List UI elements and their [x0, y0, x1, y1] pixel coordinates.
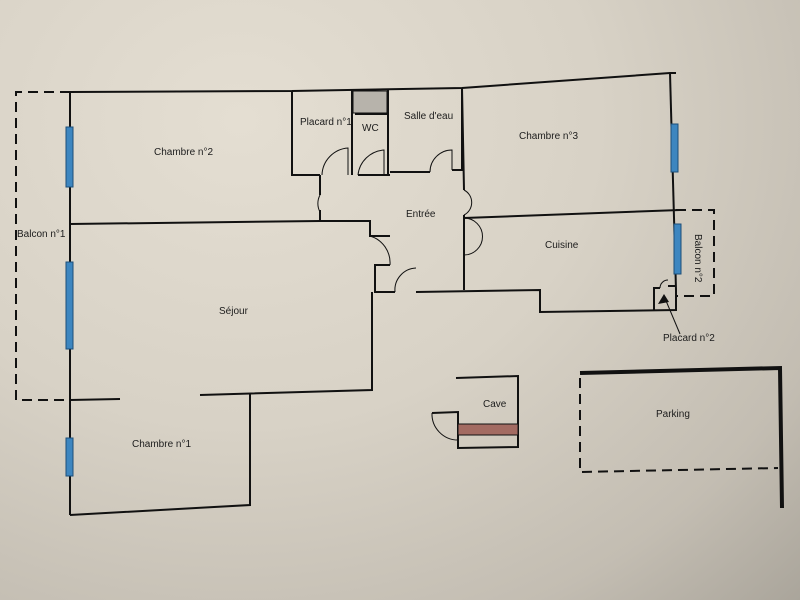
room-label-parking: Parking [656, 409, 690, 420]
room-label-salle-eau: Salle d'eau [404, 111, 454, 122]
room-label-chambre3: Chambre n°3 [519, 131, 579, 142]
cave-stair [457, 423, 519, 436]
room-label-sejour: Séjour [219, 306, 248, 317]
callout-label-placard2: Placard n°2 [663, 333, 715, 344]
balcony-label-2: Balcon n°2 [692, 234, 703, 283]
door-placard1 [321, 147, 349, 176]
parking-wall [579, 365, 784, 509]
room-label-chambre1: Chambre n°1 [132, 439, 192, 450]
wall-placard1 [291, 91, 321, 221]
window [65, 437, 74, 477]
balcon1-outline [15, 91, 70, 401]
window [673, 223, 682, 275]
wall-chambre1 [69, 394, 251, 516]
wall-wc [351, 90, 390, 176]
room-label-cuisine: Cuisine [545, 240, 579, 251]
room-label-placard1: Placard n°1 [300, 117, 352, 128]
balcon2-outline [676, 209, 715, 297]
wall-salle-eau [390, 88, 463, 173]
wall-chambre2-sejour [69, 220, 321, 225]
wall-chambre3-cuisine [463, 209, 681, 219]
wall-placard2 [653, 285, 676, 310]
room-label-chambre2: Chambre n°2 [154, 147, 214, 158]
room-label-entree: Entrée [406, 209, 436, 220]
wall-chambre3-left [461, 87, 465, 290]
window [670, 123, 679, 173]
parking-outline [579, 378, 779, 474]
wall-cave [431, 374, 519, 450]
wall-sejour [69, 292, 373, 401]
wc-shaft [352, 90, 388, 114]
wall-top [69, 72, 676, 93]
balcony-label-1: Balcon n°1 [17, 229, 66, 240]
window [65, 126, 74, 188]
room-label-cave: Cave [483, 399, 507, 410]
room-label-wc: WC [362, 123, 379, 134]
window [65, 261, 74, 350]
arrow-icon [658, 294, 669, 304]
